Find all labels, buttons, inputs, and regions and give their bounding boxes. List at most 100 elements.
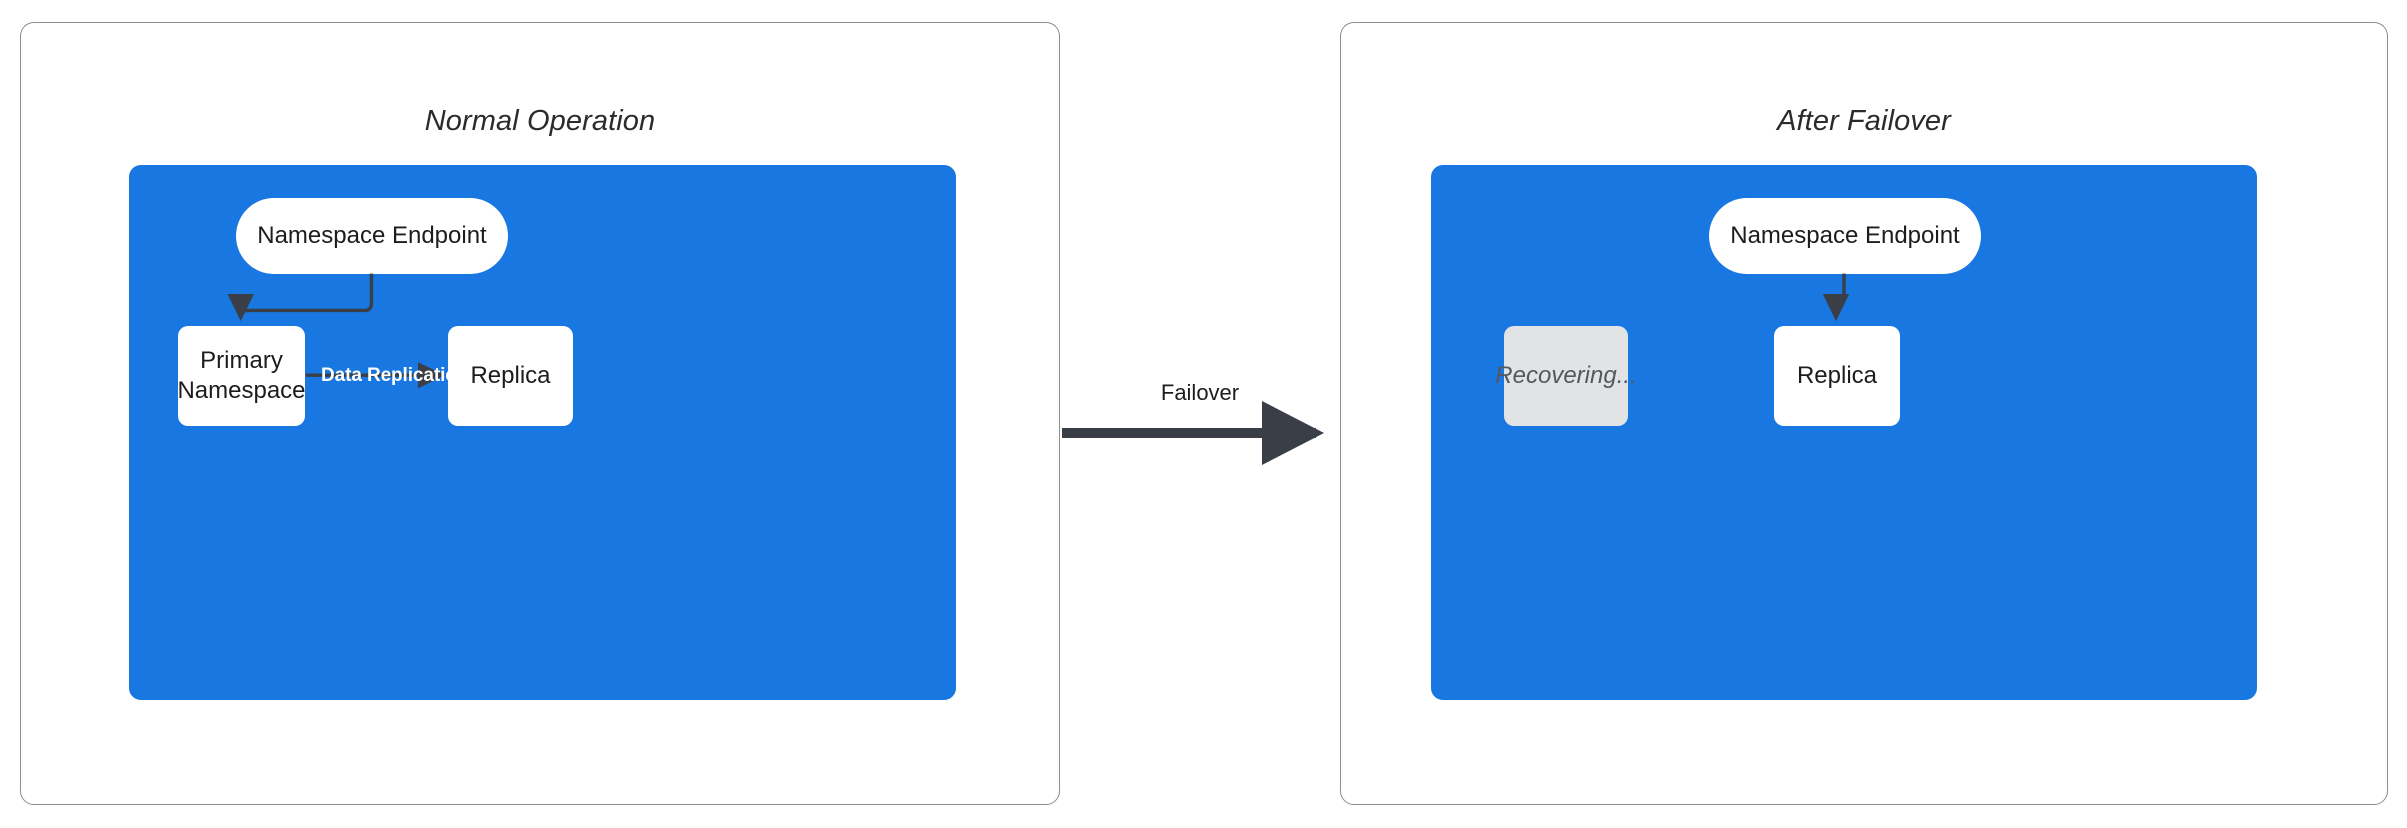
edge-endpoint-right-elbow-visible [1829,274,1851,312]
edge-endpoint-to-replica-right-display [1829,274,1851,311]
node-label-primary-namespace-line2: Namespace [177,377,306,404]
edge-endpoint-to-replica-right-shown [1829,274,1851,318]
edge-after-failover-real [1829,274,1851,311]
edge-endpoint-to-replica-main [1829,274,1851,311]
edge-endpoint-elbow-right-render [1829,274,1851,318]
edge-after-failover-main-connector [1829,276,1851,318]
edge-endpoint-down-right-down-into-replica [1829,274,1844,319]
edge-after-failover [1829,274,1851,318]
edge-endpoint-to-replica-orthogonal [1829,274,1851,318]
edge-connector-after-failover-visible-final [1829,274,1851,311]
edge-endpoint-to-replica-right-true [1829,274,1851,312]
edge-after-failover-connector-main [1829,274,1851,318]
edge-right-cluster-rendered [1829,276,1851,312]
node-replica-right[interactable]: Replica [1774,326,1900,426]
edge-right-true [1829,274,1851,312]
edge-endpoint-to-replica-drawn [1829,274,1851,319]
connector-after-failover-visible [1829,274,1851,318]
edge-endpoint-right-to-replica-right-final [1829,274,1851,312]
edge-endpoint-right-to-replica-right-main [1829,274,1851,311]
edge-endpoint-to-replica-right-path [1829,274,1851,319]
edge-endpoint-down-right-down [1829,274,1851,319]
node-label-namespace-endpoint-right: Namespace Endpoint [1730,222,1960,250]
edge-endpoint-right-replica [1829,276,1851,318]
edge-endpoint-to-replica-stroke [1829,274,1851,312]
edge-endpoint-to-replica-line [1829,274,1851,311]
node-recovering[interactable]: Recovering... [1495,326,1637,426]
edge-final [1829,274,1851,312]
endpoint-replica-elbow [1829,274,1851,311]
cluster-normal-operation: Namespace Endpoint Primary Namespace Rep… [129,165,956,700]
edge-endpoint-to-replica [1829,274,1851,311]
connector-endpoint-replica-after-failover [1829,274,1851,319]
panel-title-after-failover: After Failover [1777,105,1951,137]
edge-endpoint-to-replica-right-RENDER [1829,274,1851,318]
edge-endpoint-to-replica-after-failover [1829,274,1851,319]
edge-endpoint-to-replica-right-visible [1829,274,1851,319]
edge-endpoint-to-replica-visible [1829,274,1851,312]
edge-endpoint-to-replica-right-element [1829,274,1851,318]
edge-after-failover-endpoint-to-replica [1829,276,1851,318]
edge-endpoint-to-primary [227,273,374,322]
edge-right-visible-final [1829,274,1851,318]
edge-endpoint-replica-elbow-render [1829,274,1851,318]
edge-right-cluster [1829,276,1851,312]
edge-endpoint-to-replica-right-ACTUAL [1829,274,1851,321]
connector-endpoint-to-replica [1829,274,1851,319]
node-namespace-endpoint-left[interactable]: Namespace Endpoint [236,198,508,274]
edge-endpoint-to-replica-right-final-stroke [1829,276,1851,318]
edge-right-elbow [1829,274,1851,312]
edge-after-failover-orthogonal-visible [1822,273,1850,322]
edge-endpoint-to-replica-real [1829,274,1858,312]
node-replica-left[interactable]: Replica [448,326,573,426]
cluster-after-failover: Namespace Endpoint Recovering... Replica [1431,165,2257,700]
edge-endpoint-to-replica-right-the-visible-one [1829,274,1851,318]
edge-endpoint-to-replica-right-visible-draw [1829,274,1851,311]
edge-endpoint-replica [1829,274,1851,312]
edge-endpoint-right-elbow-drawn [1836,274,1851,312]
edge-endpoint-to-replica-render [1829,274,1851,312]
edge-endpoint-right-replica-right [1829,274,1851,319]
connector-right [1829,274,1851,311]
node-label-replica-right: Replica [1796,362,1878,390]
edge-endpoint-replica-right-drawn [1829,276,1851,312]
edge-endpoint-to-replica-right-connector [1829,274,1851,318]
edge-endpoint-to-replica-right-drawn-final [1829,274,1851,311]
connector-endpoint-right-replica-right [1829,276,1851,318]
edge-endpoint-to-replica-right-the-real-one [1829,274,1851,318]
edge-after-failover-connector [1829,274,1851,319]
edge-right-cluster-visible [1829,276,1851,312]
edge-endpoint-right-to-replica-right-visible-final [1829,274,1851,319]
edge-endpoint-to-replica-after [1829,274,1851,311]
edge-endpoint-to-replica-right-final [1829,274,1851,319]
edge-endpoint-to-replica-line-visible [1836,274,1851,312]
edge-endpoint-to-replica-draw [1829,274,1851,312]
endpoint-to-replica-elbow-final [1829,274,1851,311]
edge-after-failover-visible-connector [1829,276,1851,318]
edge-visible-right [1829,274,1851,319]
edge-endpoint-right-to-replica-right-visible [1829,274,1851,319]
failover-arrow-svg [1062,401,1324,465]
edge-endpoint-to-replica-right-vis [1829,276,1851,318]
edge-right-cluster-final [1829,276,1851,312]
edge-after-failover-true [1829,274,1851,312]
node-namespace-endpoint-right[interactable]: Namespace Endpoint [1709,198,1981,274]
edge-endpoint-to-replica-right-visible-stroke [1829,276,1851,318]
edge-endpoint-to-replica-right-stroke-final [1829,274,1851,311]
node-label-primary-namespace: Primary Namespace [161,346,321,406]
failover-label: Failover [1160,380,1240,405]
edge-endpoint-to-replica-path [1829,274,1851,312]
connector-endpoint-to-replica-right [1829,276,1851,319]
edge-endpoint-to-replica [1829,274,1851,321]
node-label-recovering: Recovering... [1495,362,1637,390]
edge-endpoint-to-replica-right-render [1829,274,1851,319]
edge-elbow-right [1829,274,1851,312]
connector-after-failover-endpoint-replica [1829,274,1851,318]
edge-endpoint-to-replica-right-ok [1829,274,1851,311]
node-label-replica-left: Replica [470,362,551,390]
edge-endpoint-to-replica-right-show [1829,274,1851,311]
edge-endpoint-right-main [1829,274,1851,312]
edge-endpoint-to-replica-right-v [1829,276,1851,318]
node-primary-namespace[interactable]: Primary Namespace [177,326,306,426]
